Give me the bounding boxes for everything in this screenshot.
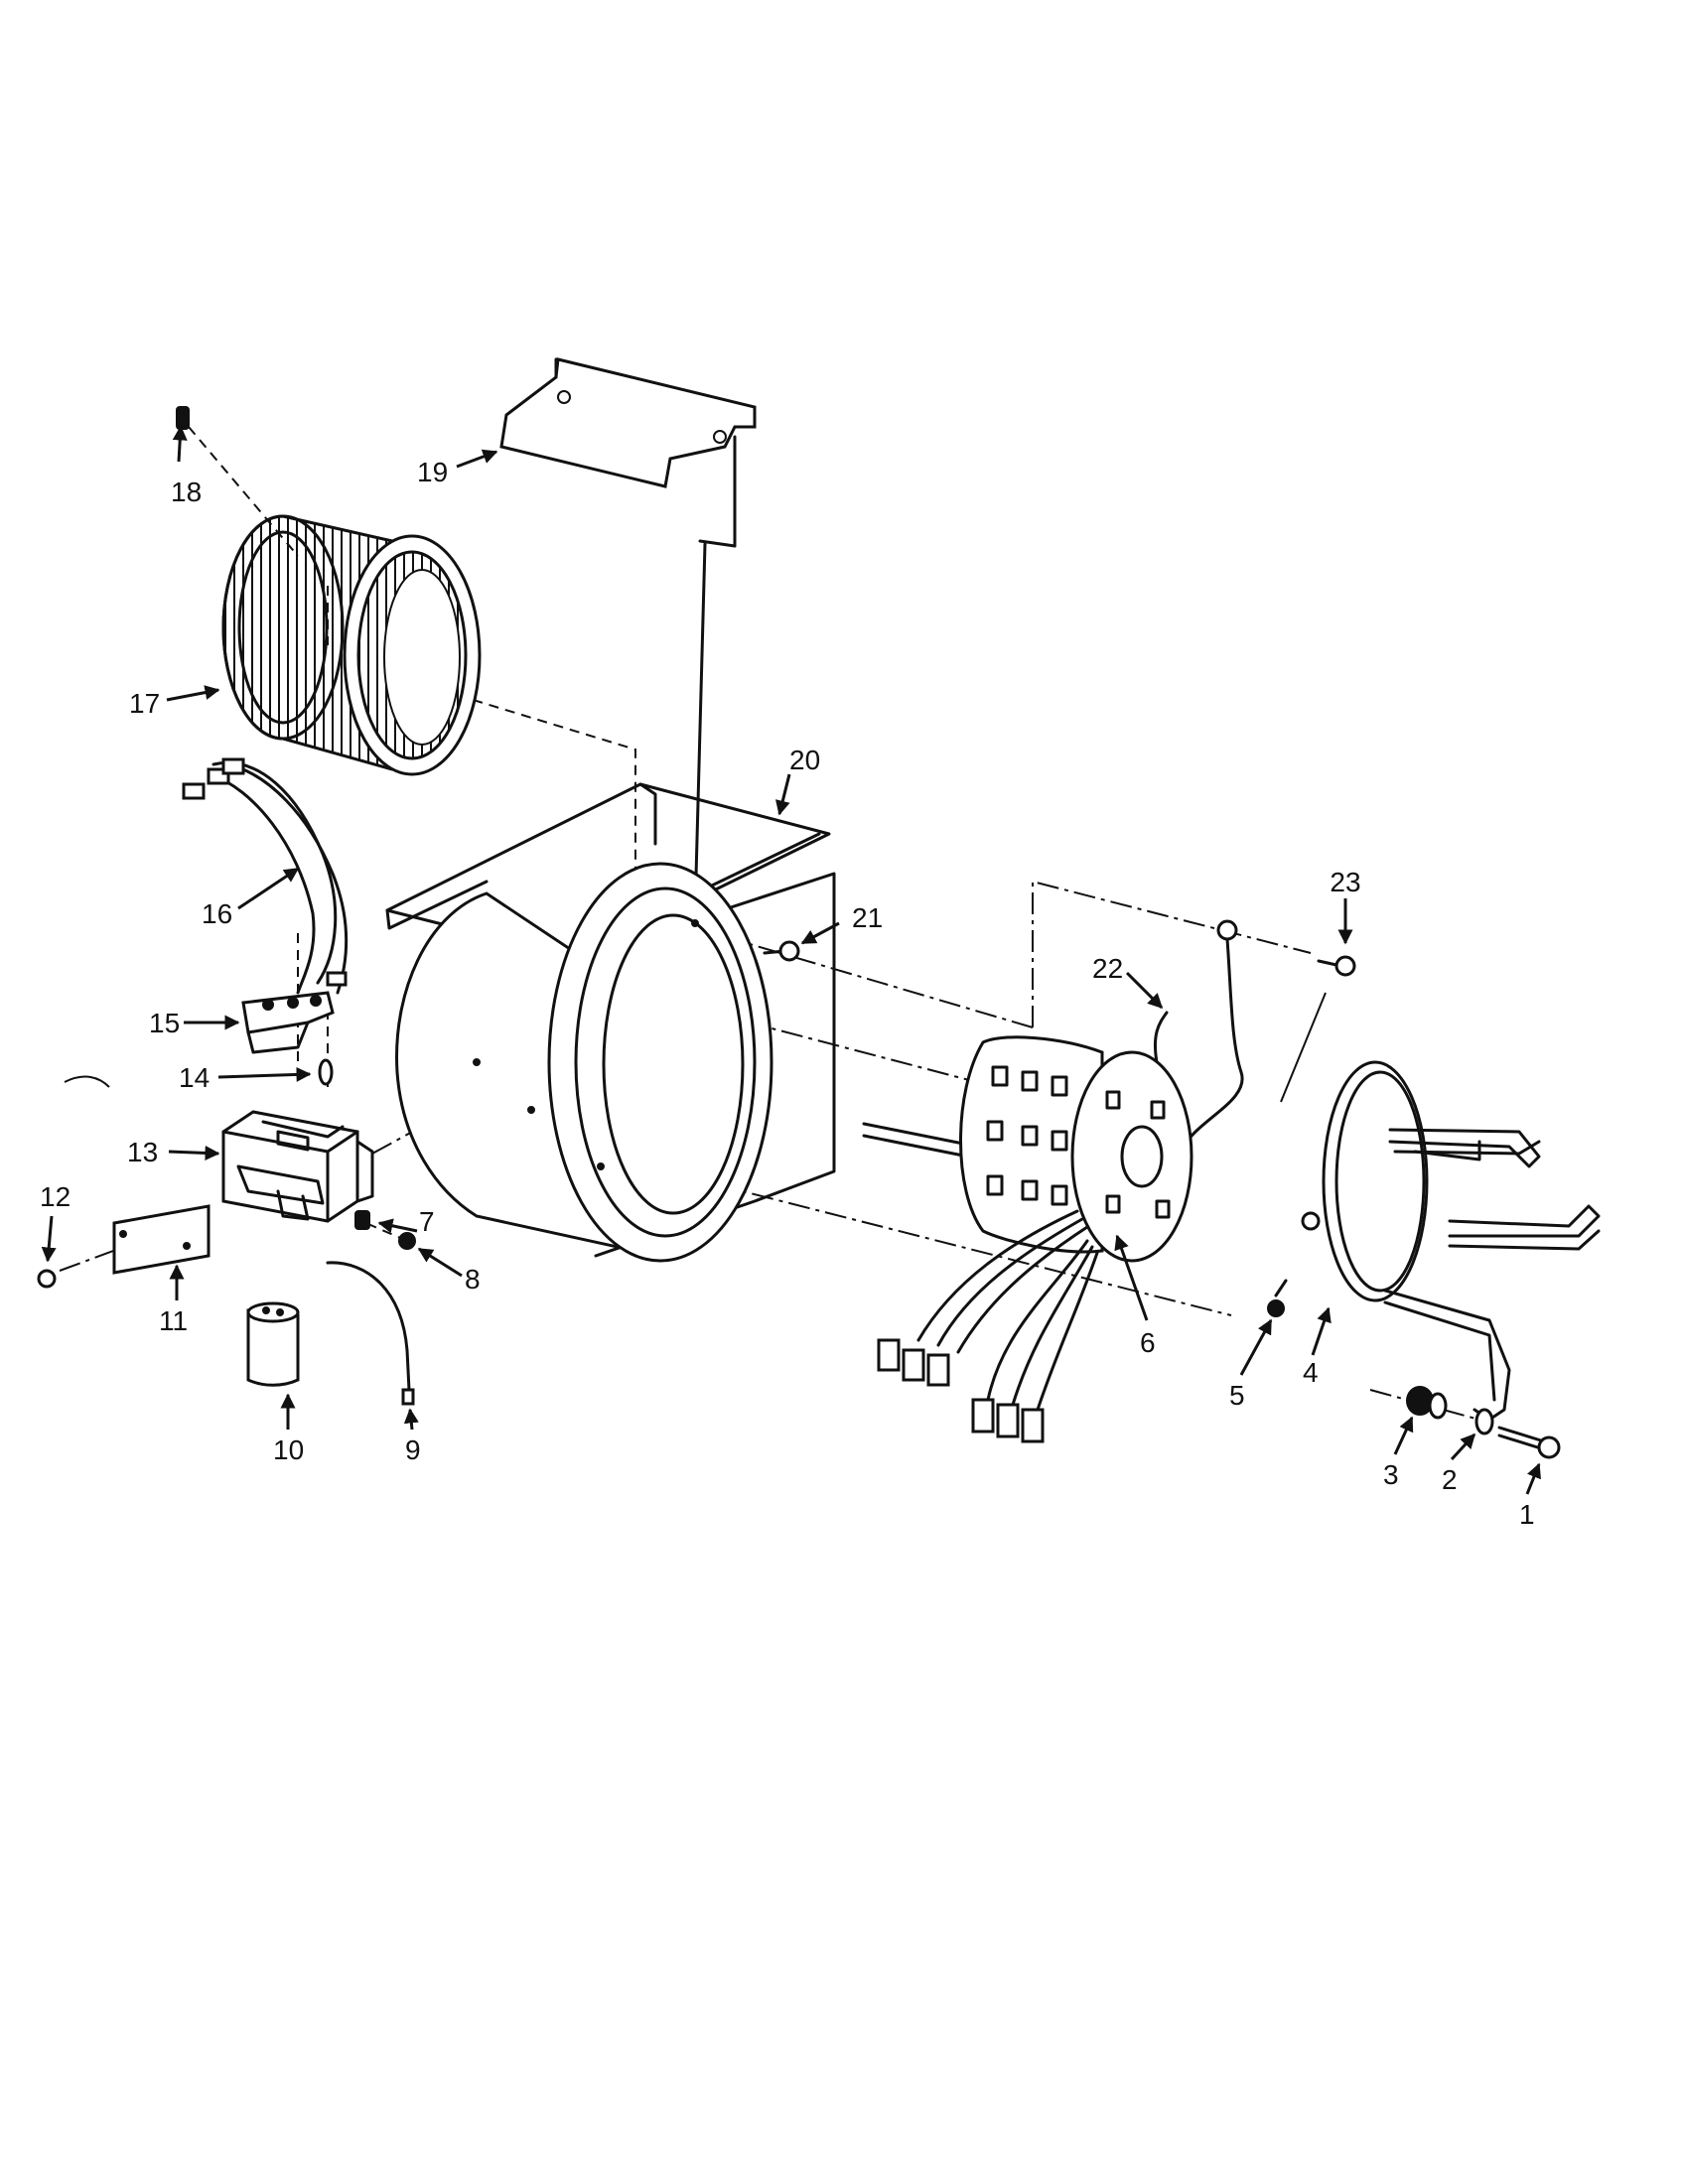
callout-15: 15 xyxy=(149,1008,180,1038)
leader-4 xyxy=(1311,1306,1332,1356)
part-5-screw xyxy=(1267,1279,1288,1317)
part-10-capacitor xyxy=(246,1301,300,1387)
part-22-ground-wire xyxy=(1153,919,1244,1154)
leader-2 xyxy=(1450,1433,1476,1461)
leader-12 xyxy=(41,1215,57,1263)
leader-19 xyxy=(456,449,498,469)
leader-17 xyxy=(166,685,220,702)
callout-19: 19 xyxy=(417,457,448,487)
part-3-grommet xyxy=(1406,1386,1448,1420)
part-17-blower-wheel xyxy=(221,514,482,776)
callout-labels: 18 19 17 20 16 21 23 22 15 14 13 12 11 1… xyxy=(40,457,1535,1530)
part-2-washer xyxy=(1474,1408,1494,1435)
leader-20 xyxy=(774,773,791,816)
callout-12: 12 xyxy=(40,1181,70,1212)
callout-17: 17 xyxy=(129,688,160,719)
part-1-bolt xyxy=(1497,1426,1561,1459)
margin-arc xyxy=(64,1075,110,1088)
leader-6 xyxy=(1114,1234,1149,1321)
leader-5 xyxy=(1239,1318,1273,1376)
leader-22 xyxy=(1125,971,1164,1010)
callout-3: 3 xyxy=(1383,1459,1399,1490)
part-11-cover-plate xyxy=(112,1204,210,1275)
part-20-blower-housing xyxy=(385,782,836,1263)
part-6-motor xyxy=(862,1035,1193,1443)
part-16-wiring-harness xyxy=(182,757,349,995)
part-12-screw xyxy=(37,1269,57,1289)
callout-9: 9 xyxy=(405,1434,421,1465)
part-13-control-box xyxy=(221,1110,374,1223)
callout-7: 7 xyxy=(419,1206,435,1237)
callout-4: 4 xyxy=(1303,1357,1319,1388)
leader-13 xyxy=(168,1145,220,1160)
part-14-fastener xyxy=(318,1058,334,1086)
callout-11: 11 xyxy=(159,1305,188,1336)
connector-line xyxy=(693,542,707,915)
callout-16: 16 xyxy=(202,898,232,929)
callout-20: 20 xyxy=(789,745,820,775)
callout-14: 14 xyxy=(179,1062,210,1093)
part-21-screw xyxy=(763,940,800,962)
leader-1 xyxy=(1525,1462,1541,1495)
leader-21 xyxy=(800,921,840,945)
leader-9 xyxy=(403,1408,419,1431)
part-19-cutoff-plate xyxy=(499,357,757,548)
part-23-ground-screw xyxy=(1317,955,1356,977)
leader-3 xyxy=(1393,1416,1414,1455)
callout-13: 13 xyxy=(127,1137,158,1167)
callout-23: 23 xyxy=(1330,867,1360,897)
leader-16 xyxy=(237,867,300,910)
callout-6: 6 xyxy=(1140,1327,1156,1358)
callout-21: 21 xyxy=(852,902,883,933)
callout-10: 10 xyxy=(273,1434,304,1465)
part-9-jumper-wire xyxy=(326,1261,415,1406)
callout-5: 5 xyxy=(1229,1380,1245,1411)
leader-7 xyxy=(377,1218,418,1234)
callout-8: 8 xyxy=(465,1264,481,1295)
callout-22: 22 xyxy=(1092,953,1123,984)
part-7-screw xyxy=(354,1210,370,1230)
callout-18: 18 xyxy=(171,477,202,507)
callout-1: 1 xyxy=(1519,1499,1535,1530)
leader-18 xyxy=(172,425,188,463)
callout-leaders xyxy=(41,425,1541,1495)
leader-8 xyxy=(417,1247,463,1278)
part-15-terminal-block xyxy=(241,991,335,1054)
part-4-motor-mount xyxy=(1280,992,1601,1422)
part-18-set-screw xyxy=(176,406,190,430)
part-8-screw xyxy=(398,1232,416,1250)
callout-2: 2 xyxy=(1442,1464,1458,1495)
leader-14 xyxy=(217,1066,312,1082)
